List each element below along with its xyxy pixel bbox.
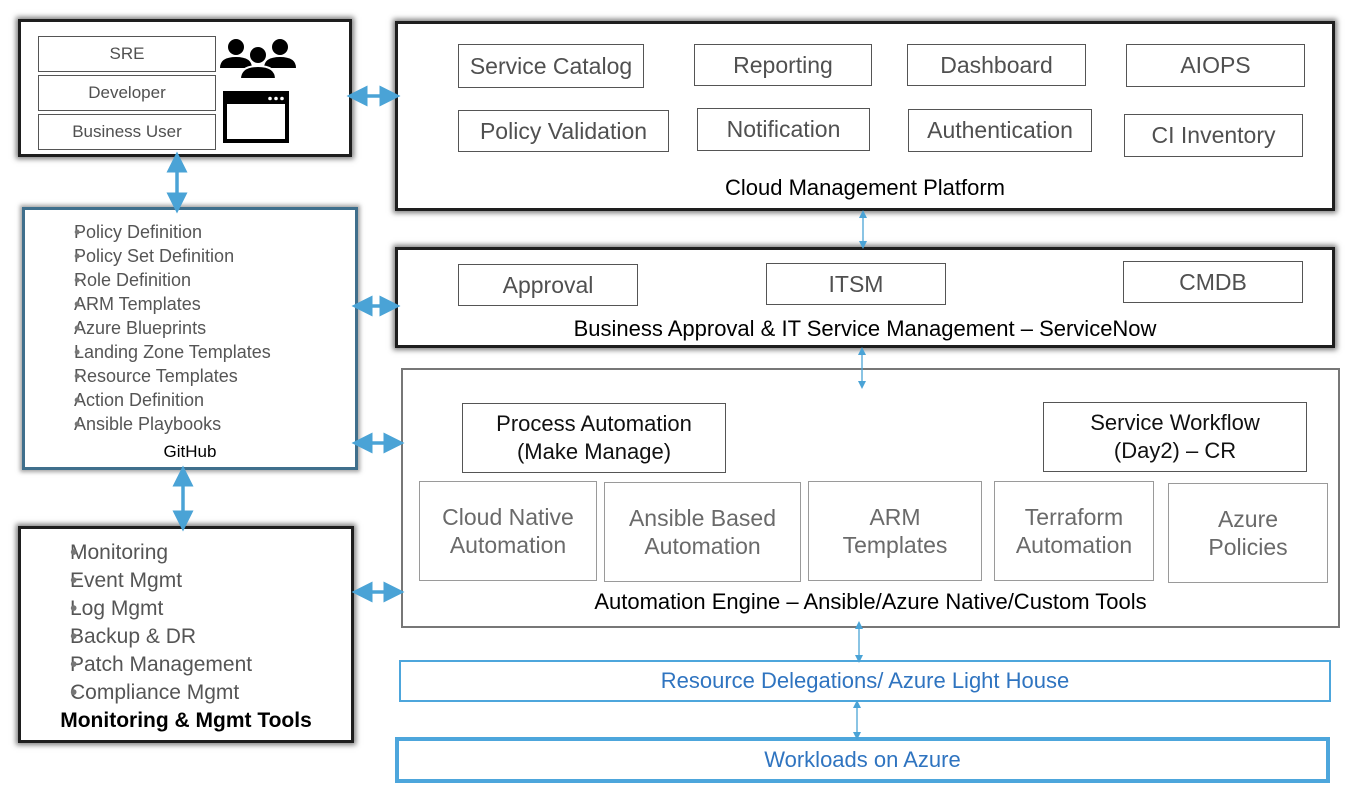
engine-arm-box: ARM Templates	[808, 481, 982, 581]
service-workflow-line1: Service Workflow	[1090, 410, 1260, 435]
policy-validation-label: Policy Validation	[479, 117, 648, 144]
service-workflow-line2: (Day2) – CR	[1113, 438, 1237, 463]
workloads-title: Workloads on Azure	[764, 747, 961, 772]
engine-arm-line1: ARM	[869, 504, 921, 530]
github-item: ARM Templates	[25, 292, 355, 316]
github-item-label: Action Definition	[74, 390, 205, 410]
servicenow-title: Business Approval & IT Service Managemen…	[573, 316, 1157, 341]
cmdb-label: CMDB	[1179, 268, 1247, 295]
github-item-label: Landing Zone Templates	[74, 342, 271, 362]
engine-azure-policies-line1: Azure	[1217, 506, 1279, 532]
monitoring-item: Compliance Mgmt	[21, 679, 351, 707]
approval-label: Approval	[502, 271, 594, 298]
automation-engine-panel: Process Automation (Make Manage) Service…	[401, 368, 1340, 628]
engine-azure-policies-box: Azure Policies	[1168, 483, 1328, 583]
reporting-box: Reporting	[694, 44, 872, 86]
monitoring-item-label: Monitoring	[70, 541, 169, 564]
role-business-user-label: Business User	[72, 122, 182, 141]
monitoring-item-label: Backup & DR	[70, 625, 197, 648]
authentication-label: Authentication	[927, 117, 1073, 143]
github-item: Resource Templates	[25, 364, 355, 388]
github-item-label: Azure Blueprints	[74, 318, 207, 338]
policy-validation-box: Policy Validation	[458, 110, 669, 152]
process-automation-line2: (Make Manage)	[516, 439, 672, 464]
cloud-management-platform-title: Cloud Management Platform	[724, 175, 1006, 200]
engine-azure-policies-line2: Policies	[1208, 534, 1288, 560]
role-sre: SRE	[38, 36, 216, 72]
cloud-management-platform-panel: Service Catalog Reporting Dashboard AIOP…	[395, 21, 1335, 211]
role-business-user: Business User	[38, 114, 216, 150]
monitoring-item-label: Log Mgmt	[70, 597, 164, 620]
monitoring-item: Event Mgmt	[21, 567, 351, 595]
github-title: GitHub	[163, 442, 217, 461]
automation-engine-title: Automation Engine – Ansible/Azure Native…	[594, 589, 1147, 614]
servicenow-panel: Approval ITSM CMDB Business Approval & I…	[395, 247, 1335, 348]
engine-terraform-line2: Automation	[1015, 532, 1133, 558]
github-item: Action Definition	[25, 388, 355, 412]
github-item: Azure Blueprints	[25, 316, 355, 340]
approval-box: Approval	[458, 264, 638, 306]
reporting-label: Reporting	[733, 51, 833, 78]
itsm-box: ITSM	[766, 263, 946, 305]
github-item: Ansible Playbooks	[25, 412, 355, 436]
notification-label: Notification	[726, 116, 841, 142]
github-item-label: Policy Definition	[74, 222, 203, 242]
github-item-label: Role Definition	[74, 270, 192, 290]
dashboard-box: Dashboard	[907, 44, 1086, 86]
monitoring-item: Backup & DR	[21, 623, 351, 651]
monitoring-item-label: Event Mgmt	[70, 569, 183, 592]
users-icon	[220, 39, 296, 80]
engine-cloud-native-line2: Automation	[449, 532, 567, 558]
engine-cloud-native-line1: Cloud Native	[442, 504, 574, 530]
github-item-label: Ansible Playbooks	[74, 414, 222, 434]
github-item-label: Resource Templates	[74, 366, 238, 386]
service-workflow-box: Service Workflow (Day2) – CR	[1043, 402, 1307, 472]
resource-delegation-title: Resource Delegations/ Azure Light House	[660, 668, 1070, 693]
engine-ansible-line1: Ansible Based	[628, 505, 777, 531]
engine-ansible-box: Ansible Based Automation	[604, 482, 801, 582]
engine-cloud-native-box: Cloud Native Automation	[419, 481, 597, 581]
monitoring-item: Patch Management	[21, 651, 351, 679]
itsm-label: ITSM	[828, 270, 884, 297]
engine-ansible-line2: Automation	[644, 533, 761, 559]
github-panel: Policy Definition Policy Set Definition …	[22, 207, 358, 470]
authentication-box: Authentication	[908, 109, 1092, 152]
service-catalog-label: Service Catalog	[469, 52, 633, 79]
ci-inventory-box: CI Inventory	[1124, 114, 1303, 157]
role-developer-label: Developer	[88, 83, 166, 102]
workloads-bar: Workloads on Azure	[395, 737, 1330, 783]
process-automation-line1: Process Automation	[496, 411, 692, 436]
monitoring-item-label: Compliance Mgmt	[70, 681, 240, 704]
engine-terraform-box: Terraform Automation	[994, 481, 1154, 581]
monitoring-item: Log Mgmt	[21, 595, 351, 623]
github-item: Policy Definition	[25, 220, 355, 244]
role-sre-label: SRE	[109, 44, 145, 63]
github-artifact-list: Policy Definition Policy Set Definition …	[25, 220, 355, 436]
notification-box: Notification	[697, 108, 870, 151]
ci-inventory-label: CI Inventory	[1151, 122, 1276, 148]
engine-arm-line2: Templates	[842, 532, 948, 558]
engine-terraform-line1: Terraform	[1024, 504, 1124, 530]
monitoring-tool-list: Monitoring Event Mgmt Log Mgmt Backup & …	[21, 539, 351, 707]
github-item: Policy Set Definition	[25, 244, 355, 268]
role-developer: Developer	[38, 75, 216, 111]
service-catalog-box: Service Catalog	[458, 44, 644, 88]
github-item: Landing Zone Templates	[25, 340, 355, 364]
monitoring-panel: Monitoring Event Mgmt Log Mgmt Backup & …	[18, 526, 354, 743]
github-item: Role Definition	[25, 268, 355, 292]
users-panel: SRE Developer Business User	[18, 19, 352, 157]
monitoring-title: Monitoring & Mgmt Tools	[60, 709, 312, 732]
github-item-label: Policy Set Definition	[74, 246, 235, 266]
process-automation-box: Process Automation (Make Manage)	[462, 403, 726, 473]
aiops-label: AIOPS	[1180, 52, 1251, 78]
monitoring-item-label: Patch Management	[70, 653, 253, 676]
github-item-label: ARM Templates	[74, 294, 201, 314]
dashboard-label: Dashboard	[940, 51, 1053, 78]
resource-delegation-bar: Resource Delegations/ Azure Light House	[399, 660, 1331, 702]
aiops-box: AIOPS	[1126, 44, 1305, 87]
cmdb-box: CMDB	[1123, 261, 1303, 303]
browser-window-icon	[223, 91, 289, 143]
monitoring-item: Monitoring	[21, 539, 351, 567]
